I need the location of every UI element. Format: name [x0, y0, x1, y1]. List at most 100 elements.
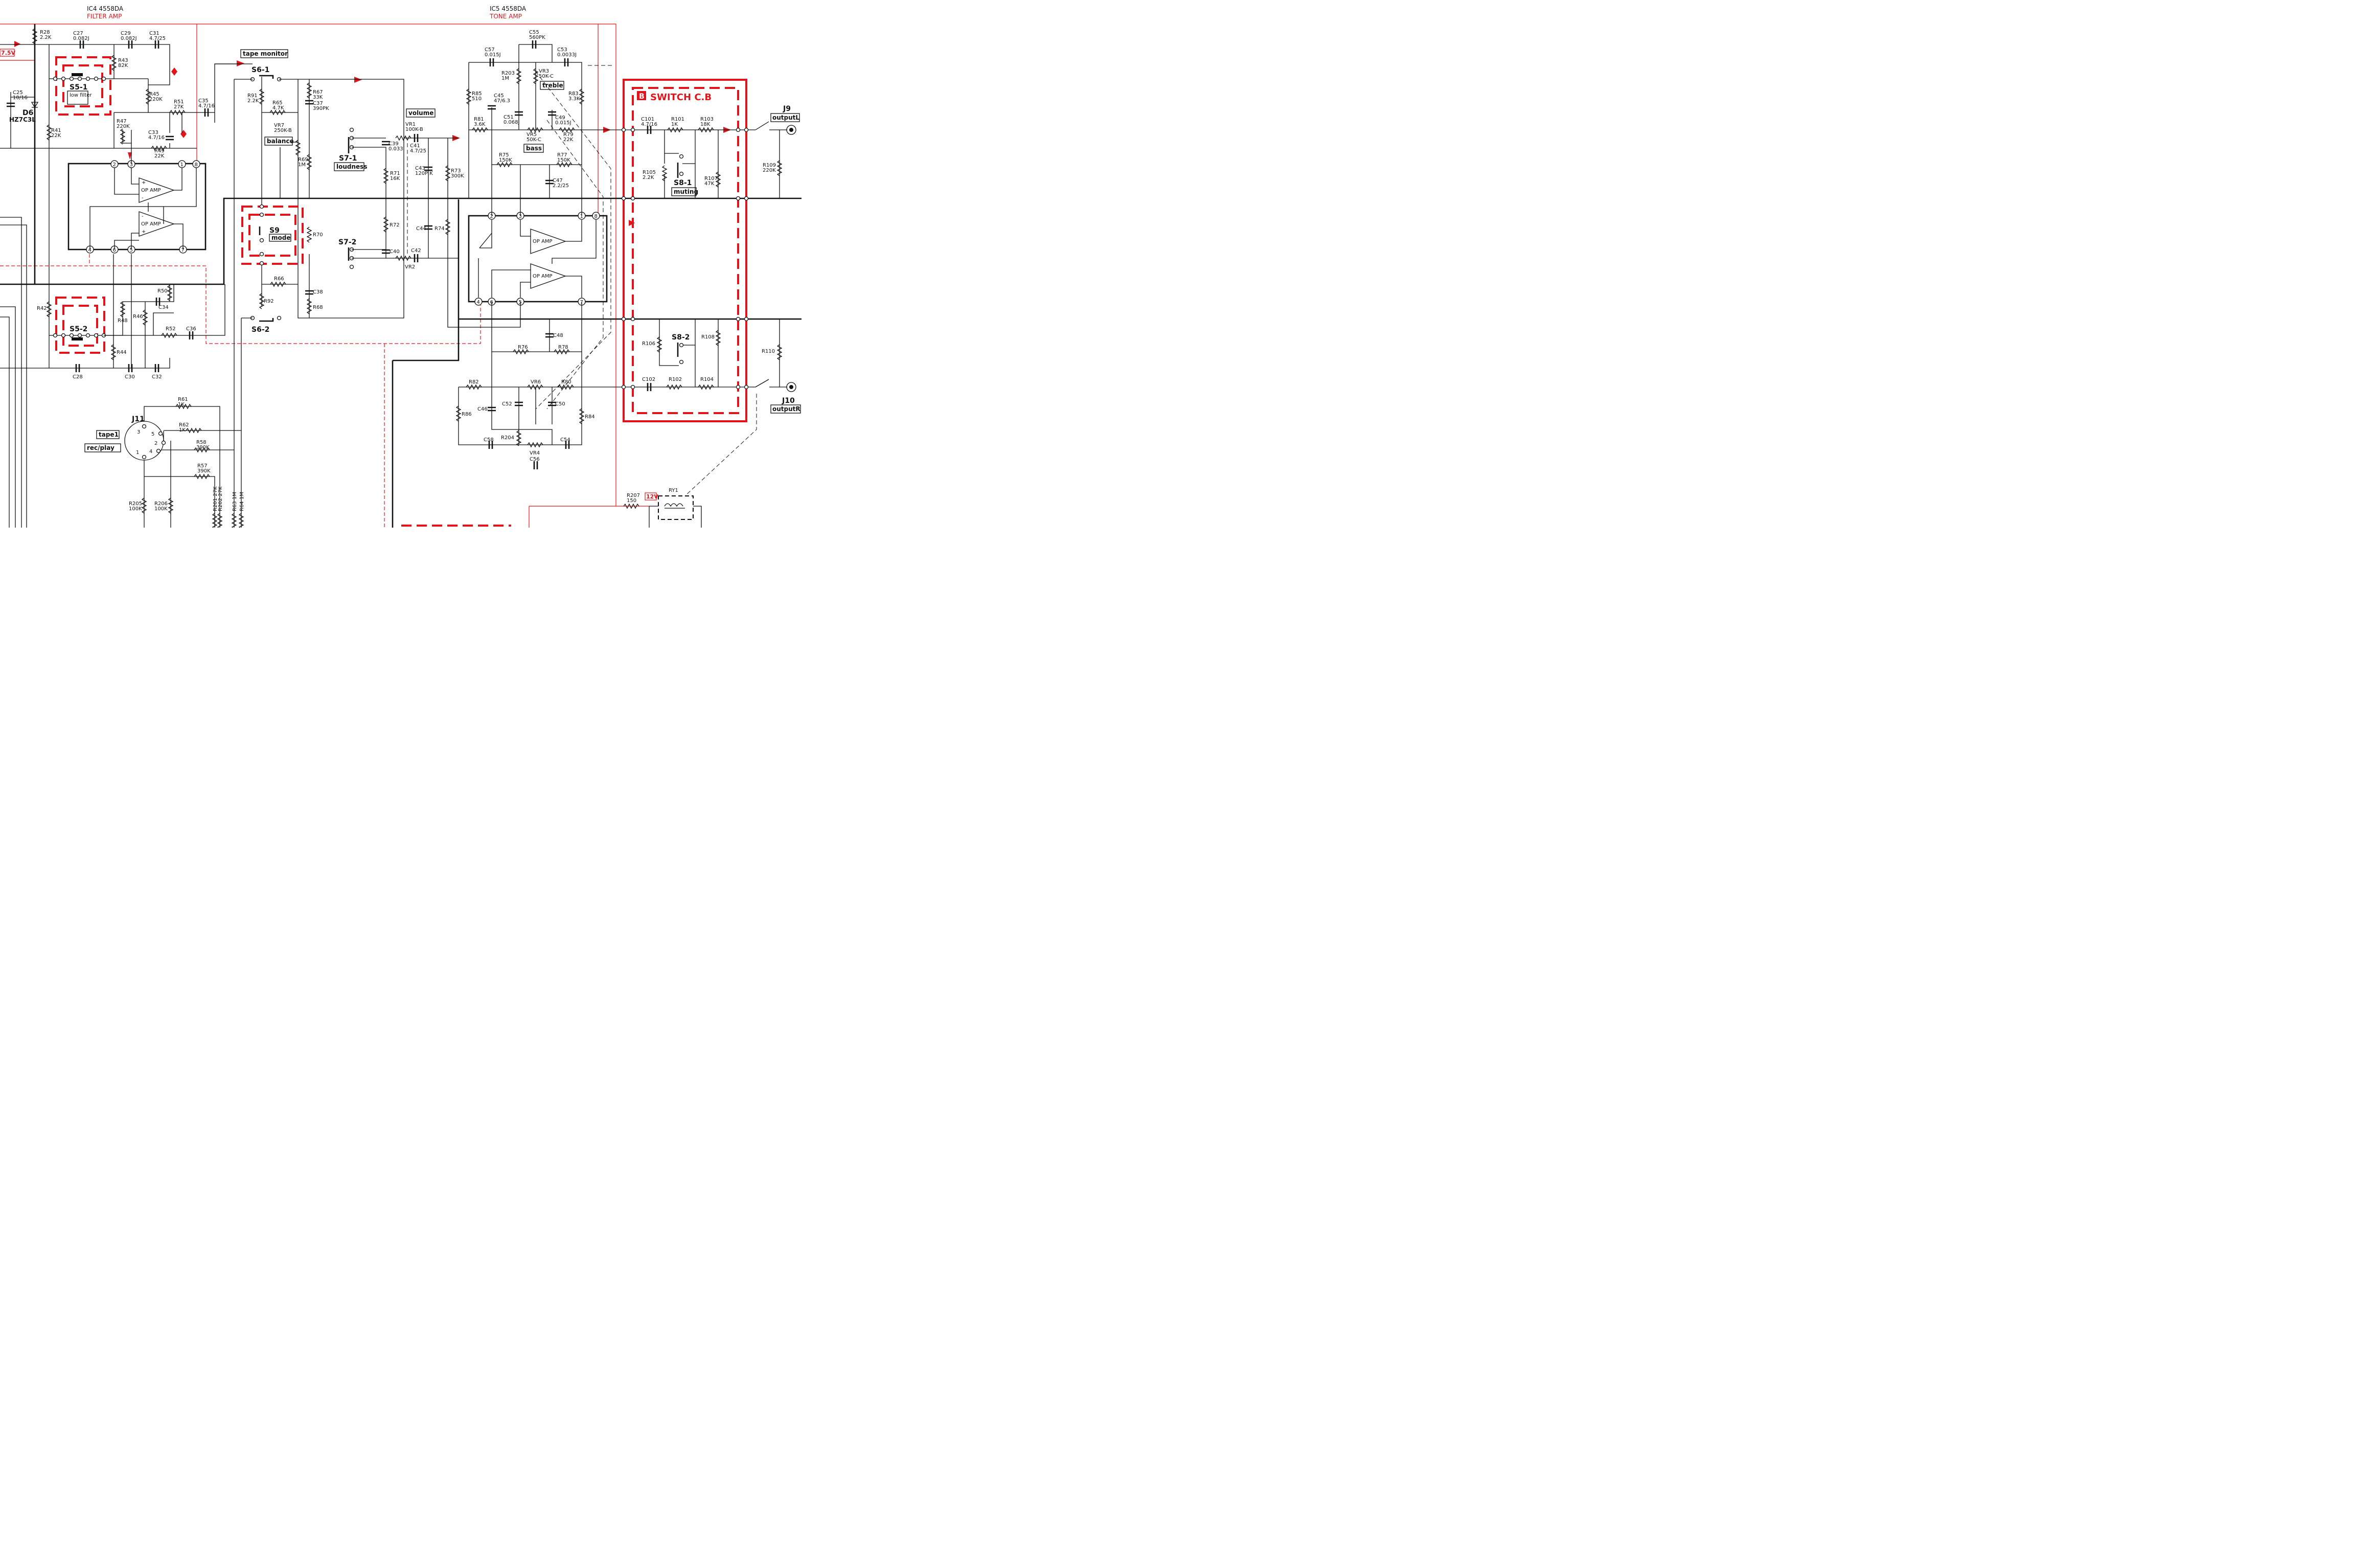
r72-resistor: R72: [383, 216, 400, 233]
part-ref: R70: [313, 232, 323, 238]
supply-tag-7v5: 7.5V: [0, 49, 15, 57]
part-value: 4.7/25: [149, 36, 166, 41]
supply-voltage: 7.5V: [1, 50, 15, 56]
part-value: 0.033: [388, 146, 403, 152]
loudness-label: loudness: [336, 163, 367, 170]
part-ref: C37: [313, 101, 323, 106]
part-ref: R91: [247, 93, 258, 99]
treble-label: treble: [542, 82, 563, 89]
bass-control[interactable]: bass: [523, 144, 544, 153]
part-ref: R62: [179, 422, 189, 428]
switch-label: S9: [269, 226, 280, 235]
part-ref: VR5: [527, 132, 537, 138]
switch-s5-2[interactable]: S5-2: [49, 297, 153, 354]
schematic-sheet: IC4 4558DA FILTER AMP OP AMP + - OP AMP …: [0, 0, 802, 528]
part-value: 2.2/25: [553, 183, 569, 189]
volume-box: [406, 108, 436, 118]
jack-ref: J9: [783, 105, 791, 113]
board-pad: [744, 316, 749, 322]
r86-resistor: R86: [455, 405, 472, 422]
part-ref: C36: [186, 326, 196, 332]
board-title: SWITCH C.B: [650, 92, 712, 103]
switch-s9-mode[interactable]: S9 mode: [241, 204, 304, 266]
relay-ref: RY1: [669, 488, 678, 493]
part-ref: C38: [313, 289, 323, 295]
vr4-resistor: VR4: [527, 442, 543, 456]
r50-resistor: R50: [157, 285, 173, 301]
part-ref: C34: [158, 305, 169, 310]
part-value: 47/6.3: [494, 98, 510, 104]
part-ref: R46: [133, 314, 143, 320]
pin-number: 2: [113, 162, 116, 168]
part-ref: R45: [149, 92, 159, 97]
switch-s8-2[interactable]: S8-2: [672, 333, 690, 365]
ic-pin: 8: [592, 212, 600, 220]
switch-s8-1-muting[interactable]: S8-1 muting: [671, 154, 698, 196]
c44-capacitor: C44: [416, 225, 432, 232]
c48-capacitor: C48: [545, 333, 563, 338]
c46-capacitor: C46: [477, 406, 496, 412]
pin-number: 1: [136, 450, 139, 456]
pin-number: 2: [490, 214, 493, 219]
opamp-label: OP AMP: [141, 188, 161, 193]
part-ref: C58: [484, 437, 494, 443]
jack-j10-output-right[interactable]: J10 outputR: [770, 382, 801, 414]
opamp-label: OP AMP: [533, 274, 553, 279]
r76-resistor: R76: [513, 345, 529, 355]
switch-label: S5-1: [70, 83, 87, 92]
r92-resistor: R92: [259, 293, 274, 309]
part-ref: R83: [568, 91, 579, 97]
switch-s6-2[interactable]: S6-2: [250, 315, 282, 334]
switch-s6-1[interactable]: S6-1: [250, 66, 282, 89]
switch-label: S6-2: [251, 326, 269, 334]
switch-s7-1-loudness[interactable]: S7-1 loudness: [334, 127, 386, 199]
pin-number: 1: [580, 214, 583, 219]
part-ref: R47: [117, 119, 127, 124]
switch-s7-2[interactable]: S7-2: [338, 198, 404, 269]
balance-control[interactable]: balance: [264, 137, 294, 146]
tape-monitor-wiring: [215, 63, 404, 528]
part-ref: VR4: [530, 450, 540, 456]
part-value: 0.082J: [121, 36, 137, 41]
r64-resistor: R64 1M: [238, 492, 245, 528]
part-value: 3.3K: [568, 96, 580, 102]
tone-components: R85510C570.015JC55560PKC530.0033JR2031MV…: [455, 30, 595, 469]
diode-ref: D6: [22, 109, 33, 117]
supply-tag-12v: 12V: [645, 492, 658, 501]
part-value: 22K: [51, 133, 61, 139]
jack-j9-output-left[interactable]: J9 outputL: [770, 105, 800, 135]
pin-number: 4: [477, 300, 480, 305]
part-ref: R48: [118, 318, 128, 324]
part-value: 2.2K: [247, 98, 259, 104]
r80-resistor: R80: [558, 379, 574, 390]
filter-amp-wiring: [0, 44, 237, 284]
part-ref: R72: [390, 222, 400, 228]
ic4-opamp-a: OP AMP + -: [139, 177, 175, 203]
ic-pin: 1: [178, 160, 186, 168]
pin-number: 8: [195, 162, 198, 168]
part-value: 10/16: [13, 95, 28, 101]
treble-control[interactable]: treble: [540, 81, 564, 90]
switch-s5-1[interactable]: S5-1 low filter: [53, 56, 111, 116]
part-ref: R207: [627, 493, 640, 498]
part-ref: R77: [557, 152, 567, 158]
pin-number: 8: [594, 214, 598, 219]
